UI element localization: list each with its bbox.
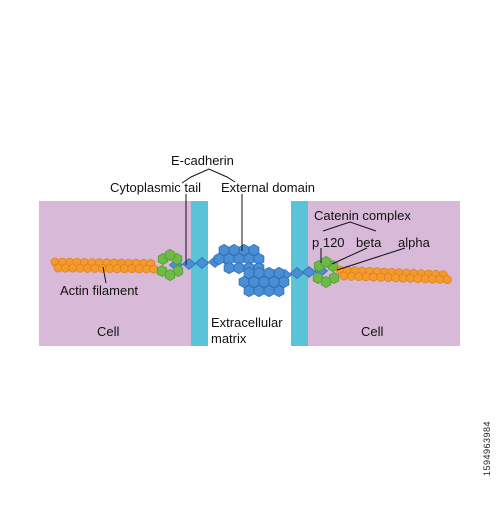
p120-label: p 120 <box>312 235 345 250</box>
beta-leader <box>331 247 368 265</box>
actin-bead <box>398 273 408 283</box>
e-cadherin-bracket <box>181 168 236 184</box>
extracellular-matrix-label-line2: matrix <box>211 331 247 346</box>
cytoplasmic-tail-label: Cytoplasmic tail <box>110 180 202 195</box>
catenin-subunit <box>320 255 332 269</box>
catenin-complex-label: Catenin complex <box>314 208 411 223</box>
left-membrane <box>191 201 208 346</box>
e-cadherin-right <box>238 264 329 298</box>
e-cadherin-label: E-cadherin <box>171 153 234 168</box>
catenin-subunit <box>164 268 176 282</box>
actin-bead <box>68 263 78 273</box>
actin-bead <box>61 263 70 273</box>
actin-bead <box>428 274 437 284</box>
actin-bead <box>346 271 356 281</box>
catenin-complex-right <box>312 255 340 289</box>
actin-bead <box>142 264 151 274</box>
cadherin-domain <box>273 284 285 298</box>
actin-bead <box>435 274 445 284</box>
alpha-label: alpha <box>398 235 430 250</box>
actin-filament-left <box>50 257 159 274</box>
e-cadherin-left <box>168 243 265 275</box>
actin-bead <box>369 272 378 282</box>
actin-bead <box>405 273 415 283</box>
actin-bead <box>120 264 129 274</box>
cadherin-domain <box>233 261 245 275</box>
right-cell-label: Cell <box>361 324 384 339</box>
cadherin-domain <box>223 261 235 275</box>
catenin-bracket <box>322 221 377 232</box>
actin-bead <box>149 264 159 274</box>
stock-image-id: 1594963984 <box>482 420 492 476</box>
actin-bead <box>420 274 430 284</box>
actin-bead <box>112 264 122 273</box>
leader-lines <box>102 168 406 284</box>
actin-bead <box>134 264 144 274</box>
cadherin-domain <box>253 252 265 266</box>
beta-label: beta <box>356 235 382 250</box>
cadherin-domain <box>213 252 225 266</box>
alpha-leader <box>336 247 406 271</box>
actin-bead <box>413 274 423 283</box>
actin-bead <box>53 263 63 273</box>
extracellular-matrix-label-line1: Extracellular <box>211 315 283 330</box>
actin-bead <box>97 263 107 273</box>
cadherin-domain <box>263 284 275 298</box>
cadherin-domain <box>248 243 260 257</box>
catenin-subunit <box>164 248 176 262</box>
cadherin-domain <box>243 284 255 298</box>
actin-bead <box>90 263 100 273</box>
actin-bead <box>376 272 386 282</box>
left-cell-label: Cell <box>97 324 120 339</box>
actin-bead <box>383 273 393 282</box>
actin-bead <box>361 272 371 282</box>
external-domain-label: External domain <box>221 180 315 195</box>
actin-bead <box>442 275 452 284</box>
cadherin-tail-segment <box>194 256 210 270</box>
catenin-subunit <box>320 275 332 289</box>
actin-bead <box>354 272 364 281</box>
actin-bead <box>75 263 85 273</box>
actin-bead <box>105 264 115 273</box>
actin-bead <box>391 273 401 283</box>
actin-bead <box>83 263 92 273</box>
actin-bead <box>127 264 137 274</box>
cadherin-domain <box>253 284 265 298</box>
catenin-complex-left <box>156 248 184 282</box>
actin-bead <box>339 271 349 281</box>
actin-filament-leader <box>102 266 107 284</box>
actin-filament-label: Actin filament <box>60 283 139 298</box>
